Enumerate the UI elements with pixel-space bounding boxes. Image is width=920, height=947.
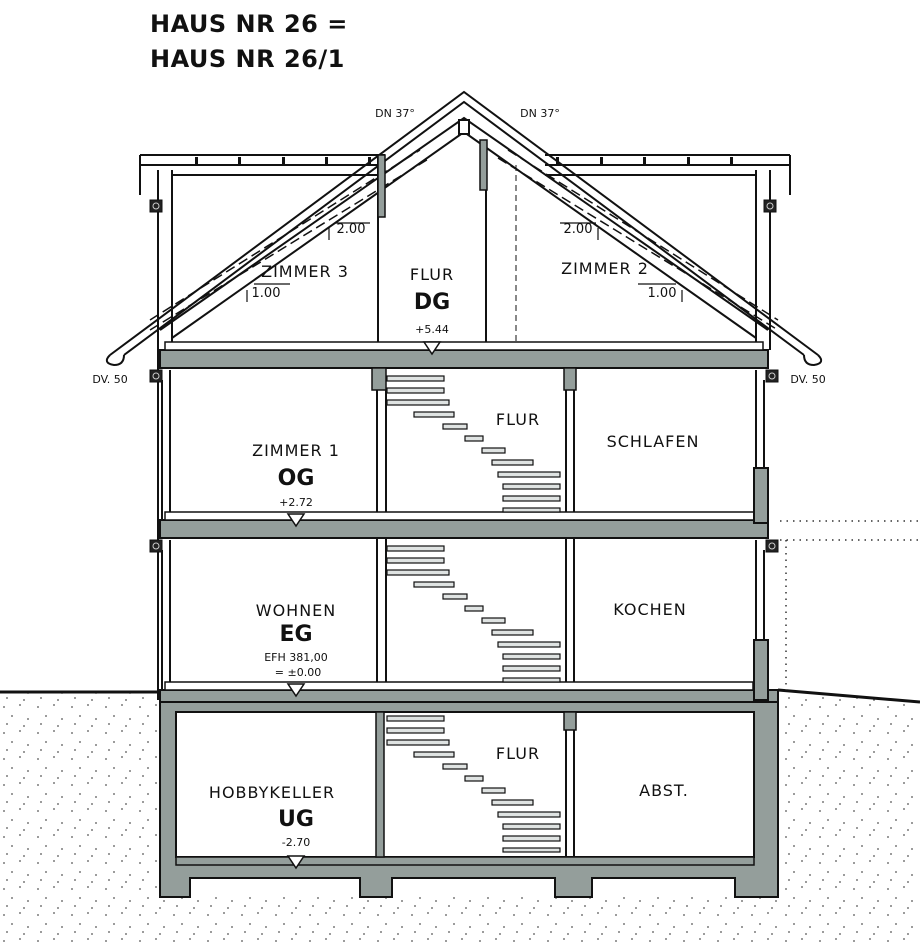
room-zimmer-1: ZIMMER 1 <box>252 441 340 460</box>
elevation-og: +2.72 <box>279 496 313 509</box>
roof <box>105 90 823 367</box>
level-dg: DG <box>413 290 451 315</box>
dim-zimmer-2-high: 2.00 <box>563 222 593 237</box>
room-flur-og: FLUR <box>495 410 541 429</box>
level-markers <box>286 341 442 870</box>
level-ug: UG <box>278 807 314 832</box>
room-schlafen: SCHLAFEN <box>606 432 700 451</box>
room-hobbykeller: HOBBYKELLER <box>208 783 336 802</box>
overhang-right: DV. 50 <box>790 373 826 386</box>
dim-zimmer-2-low: 1.00 <box>647 286 677 301</box>
interior-walls <box>376 368 575 857</box>
room-abstellraum: ABST. <box>639 781 689 800</box>
dim-zimmer-3-low: 1.00 <box>251 286 281 301</box>
drawing-title-line-1: HAUS NR 26 = <box>150 10 348 38</box>
drawing-title-line-2: HAUS NR 26/1 <box>150 45 345 73</box>
room-zimmer-3: ZIMMER 3 <box>261 262 349 281</box>
level-eg: EG <box>279 622 313 647</box>
roof-pitch-left: DN 37° <box>375 107 415 120</box>
elevation-eg-zero: = ±0.00 <box>274 666 322 679</box>
shutter-boxes <box>149 199 779 553</box>
room-flur-dg: FLUR <box>409 265 455 284</box>
roof-pitch-right: DN 37° <box>520 107 560 120</box>
overhang-left: DV. 50 <box>92 373 128 386</box>
level-og: OG <box>277 466 315 491</box>
room-zimmer-2: ZIMMER 2 <box>561 259 649 278</box>
dim-zimmer-3-high: 2.00 <box>336 222 366 237</box>
floor-slabs <box>159 349 779 703</box>
elevation-ug: -2.70 <box>281 836 311 849</box>
neighbour-outline <box>780 520 920 690</box>
elevation-eg-efh: EFH 381,00 <box>264 651 328 664</box>
room-wohnen: WOHNEN <box>255 601 337 620</box>
room-kochen: KOCHEN <box>613 600 687 619</box>
staircase <box>386 375 561 853</box>
room-flur-ug: FLUR <box>495 744 541 763</box>
ground <box>0 688 920 947</box>
elevation-dg: +5.44 <box>415 323 449 336</box>
